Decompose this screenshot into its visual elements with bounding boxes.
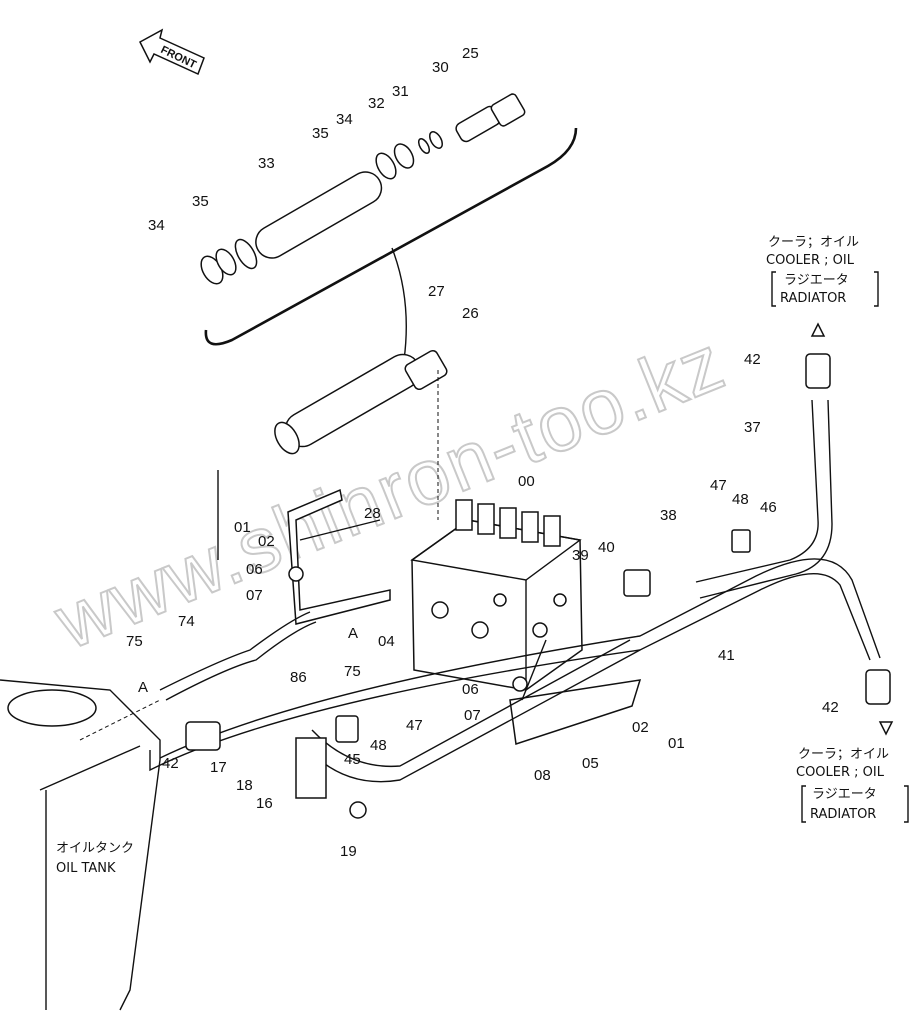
note-jp: クーラ；オイル bbox=[768, 235, 859, 250]
part-label: 18 bbox=[236, 777, 253, 794]
part-label: A bbox=[348, 625, 358, 642]
part-label: 34 bbox=[336, 111, 353, 128]
part-label: 32 bbox=[368, 95, 385, 112]
part-label: 28 bbox=[364, 505, 381, 522]
part-label: 35 bbox=[312, 125, 329, 142]
part-label: 25 bbox=[462, 45, 479, 62]
part-label: 42 bbox=[822, 699, 839, 716]
part-label: 75 bbox=[126, 633, 143, 650]
part-label: 41 bbox=[718, 647, 735, 664]
part-label: 86 bbox=[290, 669, 307, 686]
part-label: 16 bbox=[256, 795, 273, 812]
tank-en: OIL TANK bbox=[56, 861, 116, 876]
part-label: 33 bbox=[258, 155, 275, 172]
part-label: 75 bbox=[344, 663, 361, 680]
note-jp-2: ラジエータ bbox=[812, 787, 877, 802]
part-label: 01 bbox=[668, 735, 685, 752]
note-en: COOLER ; OIL bbox=[766, 253, 855, 268]
part-label: 08 bbox=[534, 767, 551, 784]
part-label: 06 bbox=[246, 561, 263, 578]
part-label: 47 bbox=[406, 717, 423, 734]
part-labels: 25 30 31 32 34 35 33 35 34 27 26 00 28 0… bbox=[126, 45, 839, 860]
part-label: 34 bbox=[148, 217, 165, 234]
part-label: 40 bbox=[598, 539, 615, 556]
part-label: 30 bbox=[432, 59, 449, 76]
note-en: COOLER ; OIL bbox=[796, 765, 885, 780]
part-label: 07 bbox=[464, 707, 481, 724]
part-label: 48 bbox=[732, 491, 749, 508]
bracket-04 bbox=[287, 488, 391, 625]
part-label: 47 bbox=[710, 477, 727, 494]
arrow-down-icon bbox=[878, 721, 894, 736]
part-label: 02 bbox=[632, 719, 649, 736]
part-label: 07 bbox=[246, 587, 263, 604]
part-label: 48 bbox=[370, 737, 387, 754]
note-jp: クーラ；オイル bbox=[798, 747, 889, 762]
arrow-up-icon bbox=[810, 322, 826, 337]
part-label: 01 bbox=[234, 519, 251, 536]
part-label: 17 bbox=[210, 759, 227, 776]
hose-37 bbox=[695, 353, 891, 705]
bracket-05 bbox=[509, 639, 642, 745]
front-arrow-icon: FRONT bbox=[139, 28, 205, 76]
part-label: A bbox=[138, 679, 148, 696]
note-jp-2: ラジエータ bbox=[784, 273, 849, 288]
part-label: 26 bbox=[462, 305, 479, 322]
installed-hose bbox=[217, 349, 448, 560]
part-label: 46 bbox=[760, 499, 777, 516]
part-label: 45 bbox=[344, 751, 361, 768]
part-label: 38 bbox=[660, 507, 677, 524]
control-valve bbox=[410, 499, 583, 691]
part-label: 42 bbox=[744, 351, 761, 368]
part-label: 19 bbox=[340, 843, 357, 860]
oil-tank-note: オイルタンク OIL TANK bbox=[56, 841, 134, 876]
cooler-note-top: クーラ；オイル COOLER ; OIL ラジエータ RADIATOR bbox=[766, 235, 879, 337]
hose-exploded-detail bbox=[200, 93, 578, 361]
part-label: 42 bbox=[162, 755, 179, 772]
note-en-2: RADIATOR bbox=[810, 807, 876, 822]
note-en-2: RADIATOR bbox=[780, 291, 846, 306]
part-label: 37 bbox=[744, 419, 761, 436]
part-label: 27 bbox=[428, 283, 445, 300]
part-label: 02 bbox=[258, 533, 275, 550]
part-label: 74 bbox=[178, 613, 195, 630]
small-fittings bbox=[159, 529, 751, 819]
part-label: 04 bbox=[378, 633, 395, 650]
part-label: 05 bbox=[582, 755, 599, 772]
part-label: 35 bbox=[192, 193, 209, 210]
oil-tank bbox=[0, 679, 161, 1011]
part-label: 00 bbox=[518, 473, 535, 490]
part-label: 06 bbox=[462, 681, 479, 698]
part-label: 31 bbox=[392, 83, 409, 100]
part-label: 39 bbox=[572, 547, 589, 564]
cooler-note-bottom: クーラ；オイル COOLER ; OIL ラジエータ RADIATOR bbox=[796, 721, 909, 823]
tank-jp: オイルタンク bbox=[56, 841, 134, 856]
